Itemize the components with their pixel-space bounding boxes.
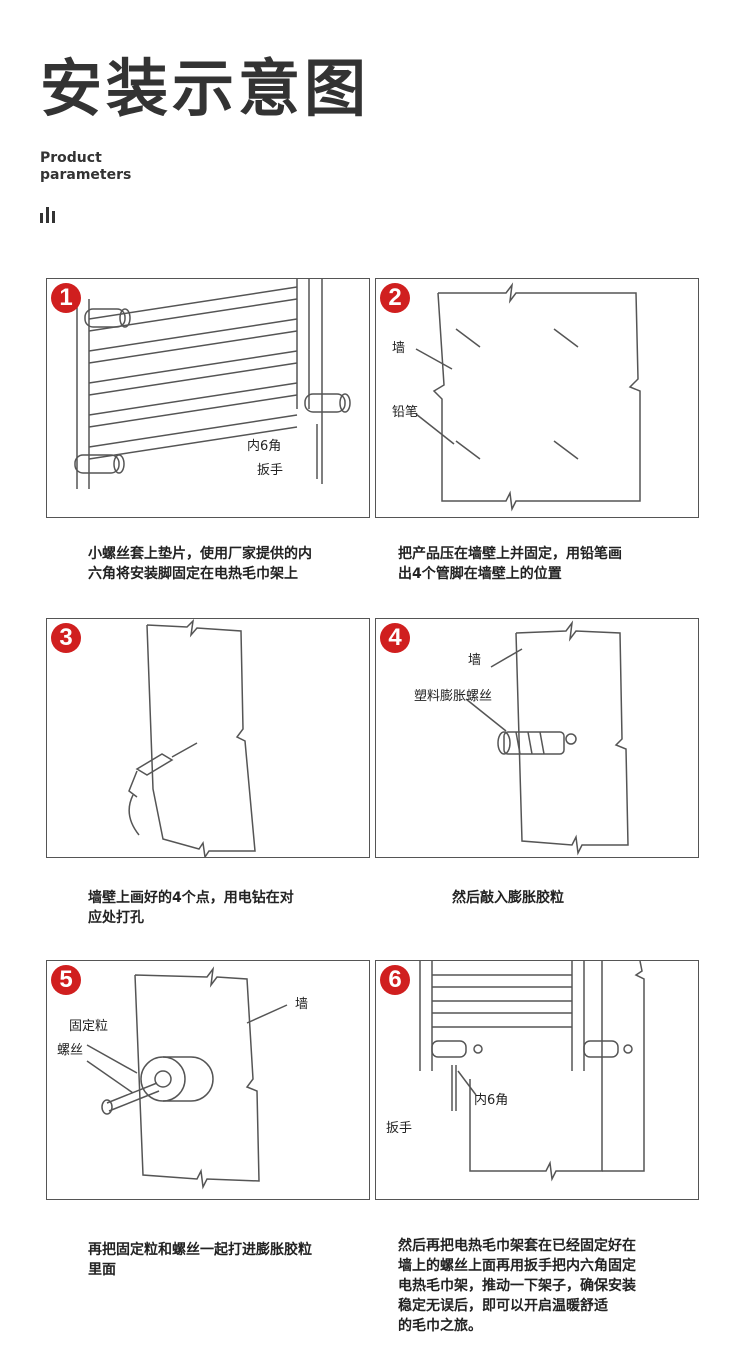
bars-icon xyxy=(40,207,55,223)
step-5-badge: 5 xyxy=(51,965,81,995)
step-6-illustration xyxy=(419,961,645,1182)
step-3-illustration xyxy=(128,619,256,857)
page-subtitle: Product parameters xyxy=(40,150,131,184)
step-6-caption: 然后再把电热毛巾架套在已经固定好在 墙上的螺丝上面再用扳手把内六角固定 电热毛巾… xyxy=(398,1238,636,1334)
step-4-label-wall: 墙 xyxy=(468,653,482,668)
step-4-caption: 然后敲入膨胀胶粒 xyxy=(452,890,564,906)
step-4-badge: 4 xyxy=(380,623,410,653)
step-2-caption: 把产品压在墙壁上并固定，用铅笔画 出4个管脚在墙壁上的位置 xyxy=(398,546,622,582)
step-2-panel: 2 墙 铅笔 xyxy=(375,278,699,518)
step-5-panel: 5 墙 固定粒 螺丝 xyxy=(46,960,370,1200)
step-3-caption: 墙壁上画好的4个点，用电钻在对 应处打孔 xyxy=(88,890,294,926)
step-2-illustration xyxy=(415,282,641,512)
step-6-panel: 6 内6角 扳手 xyxy=(375,960,699,1200)
step-4-illustration xyxy=(465,620,629,856)
step-5-illustration xyxy=(86,966,288,1190)
step-5-label-screw: 螺丝 xyxy=(57,1043,84,1058)
step-1-panel: 1 内6角 扳手 xyxy=(46,278,370,518)
subtitle-line-2: parameters xyxy=(40,167,132,183)
step-4-label-anchor: 塑料膨胀螺丝 xyxy=(414,689,493,704)
step-3-badge: 3 xyxy=(51,623,81,653)
step-1-label-hex: 内6角 xyxy=(247,439,282,454)
subtitle-line-1: Product xyxy=(40,150,102,166)
step-6-label-wrench: 扳手 xyxy=(386,1121,413,1136)
step-5-caption: 再把固定粒和螺丝一起打进膨胀胶粒 里面 xyxy=(88,1242,312,1278)
step-6-label-hex: 内6角 xyxy=(474,1093,509,1108)
step-4-panel: 4 墙 塑料膨胀螺丝 xyxy=(375,618,699,858)
step-1-caption: 小螺丝套上垫片，使用厂家提供的内 六角将安装脚固定在电热毛巾架上 xyxy=(88,546,312,582)
step-5-label-plug: 固定粒 xyxy=(69,1019,109,1034)
step-5-label-wall: 墙 xyxy=(295,997,309,1012)
page-title: 安装示意图 xyxy=(40,52,371,125)
step-2-badge: 2 xyxy=(380,283,410,313)
step-1-badge: 1 xyxy=(51,283,81,313)
step-3-panel: 3 xyxy=(46,618,370,858)
step-1-illustration xyxy=(74,279,351,489)
step-6-badge: 6 xyxy=(380,965,410,995)
step-2-label-pencil: 铅笔 xyxy=(392,405,419,420)
step-1-label-wrench: 扳手 xyxy=(257,463,284,478)
step-2-label-wall: 墙 xyxy=(392,341,406,356)
